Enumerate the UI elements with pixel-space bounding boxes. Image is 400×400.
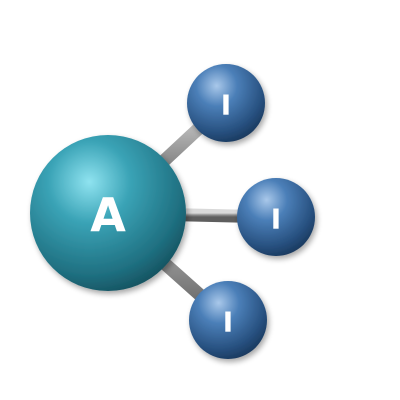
central-atom-sphere	[30, 135, 186, 291]
ligand-atom-sphere	[187, 64, 265, 142]
ligand-atom-middle: I	[237, 178, 315, 256]
ligand-atom-top: I	[187, 64, 265, 142]
central-atom: A	[30, 135, 186, 291]
ligand-atom-label: I	[221, 89, 231, 122]
central-atom-label: A	[90, 188, 126, 242]
ligand-atom-label: I	[271, 203, 281, 236]
ligand-atom-sphere	[189, 281, 267, 359]
ligand-atom-sphere	[237, 178, 315, 256]
ligand-atom-label: I	[223, 306, 233, 339]
ligand-atom-bottom: I	[189, 281, 267, 359]
